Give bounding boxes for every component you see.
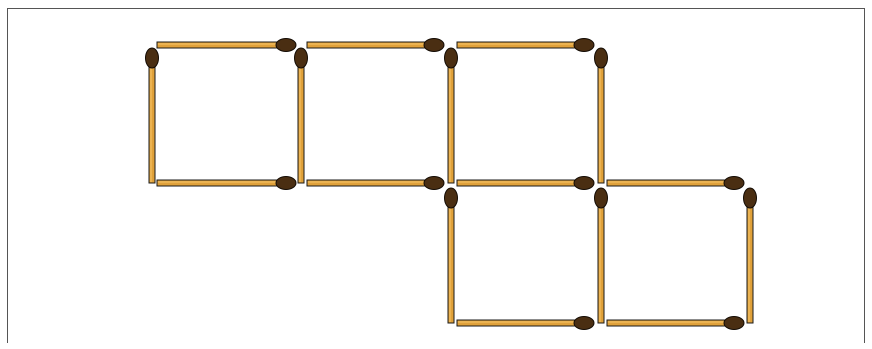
match-head-icon <box>595 48 608 68</box>
match-head-icon <box>574 177 594 190</box>
matchstick-icon[interactable] <box>607 177 744 190</box>
matchstick-icon[interactable] <box>307 177 444 190</box>
matchstick-icon[interactable] <box>295 48 308 183</box>
matchstick-icon[interactable] <box>457 317 594 330</box>
matchstick-icon[interactable] <box>607 317 744 330</box>
match-head-icon <box>445 188 458 208</box>
matchstick-icon[interactable] <box>445 188 458 323</box>
matchsticks-layer <box>146 39 757 330</box>
matchstick-icon[interactable] <box>307 39 444 52</box>
match-head-icon <box>724 317 744 330</box>
match-head-icon <box>424 39 444 52</box>
match-head-icon <box>574 317 594 330</box>
match-head-icon <box>146 48 159 68</box>
matchstick-icon[interactable] <box>595 188 608 323</box>
match-head-icon <box>744 188 757 208</box>
matchstick-icon[interactable] <box>457 177 594 190</box>
match-head-icon <box>574 39 594 52</box>
matchstick-icon[interactable] <box>595 48 608 183</box>
match-head-icon <box>424 177 444 190</box>
match-head-icon <box>276 177 296 190</box>
matchstick-icon[interactable] <box>157 39 296 52</box>
matchstick-icon[interactable] <box>457 39 594 52</box>
match-head-icon <box>724 177 744 190</box>
match-head-icon <box>445 48 458 68</box>
matchstick-icon[interactable] <box>157 177 296 190</box>
matchstick-icon[interactable] <box>445 48 458 183</box>
match-head-icon <box>295 48 308 68</box>
match-head-icon <box>276 39 296 52</box>
matchstick-icon[interactable] <box>744 188 757 323</box>
matchstick-icon[interactable] <box>146 48 159 183</box>
match-head-icon <box>595 188 608 208</box>
